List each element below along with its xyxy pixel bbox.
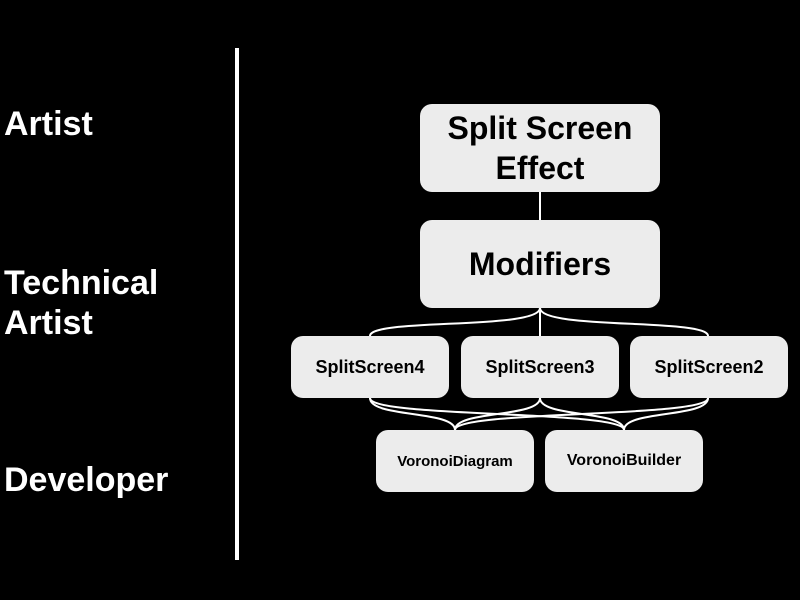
node-modifiers-label: Modifiers [468,245,612,282]
link-ss2-voronoibuilder [623,397,709,431]
node-modifiers: Modifiers [420,220,660,308]
role-developer: Developer [4,461,169,499]
node-splitscreen2-label: SplitScreen2 [654,356,764,377]
node-split-screen-effect-label: Split Screen Effect [447,110,633,186]
link-modifiers-splitscreen2 [539,307,709,337]
node-splitscreen2: SplitScreen2 [630,336,788,398]
link-ss3-voronoidiagram [454,397,541,431]
node-voronoidiagram: VoronoiDiagram [376,430,534,492]
node-voronoibuilder: VoronoiBuilder [545,430,703,492]
node-voronoidiagram-label: VoronoiDiagram [397,452,513,470]
node-splitscreen4-label: SplitScreen4 [315,356,425,377]
node-splitscreen4: SplitScreen4 [291,336,449,398]
node-splitscreen3-label: SplitScreen3 [485,356,595,377]
role-artist: Artist [4,105,93,143]
link-ss4-voronoidiagram [369,397,456,431]
node-split-screen-effect: Split Screen Effect [420,104,660,192]
node-voronoibuilder-label: VoronoiBuilder [566,452,682,469]
link-modifiers-splitscreen4 [369,307,541,337]
link-ss2-voronoidiagram [454,397,709,431]
node-splitscreen3: SplitScreen3 [461,336,619,398]
vertical-divider [235,48,239,560]
role-technical-artist: Technical Artist [4,264,159,342]
